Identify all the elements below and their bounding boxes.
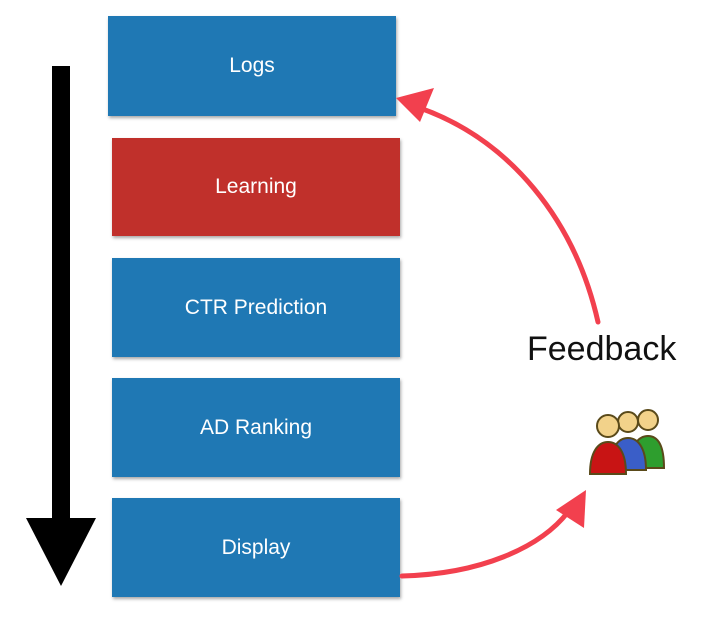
stage-learning: Learning — [112, 138, 400, 236]
feedback-label: Feedback — [527, 330, 677, 368]
stage-ctr-prediction: CTR Prediction — [112, 258, 400, 357]
stage-ad-ranking: AD Ranking — [112, 378, 400, 477]
stage-label: Learning — [215, 175, 297, 198]
stage-label: Display — [221, 535, 291, 559]
display-arrow-to-users — [399, 509, 571, 579]
feedback-arrow-to-logs — [417, 105, 601, 325]
down-arrow-icon — [26, 66, 96, 586]
user-red-icon — [588, 414, 628, 475]
display-arrowhead-users — [556, 490, 586, 528]
stage-label: Logs — [229, 54, 275, 77]
stage-logs: Logs — [108, 16, 396, 116]
stage-display: Display — [112, 498, 400, 597]
users-group-icon — [588, 409, 666, 475]
stage-label: CTR Prediction — [184, 295, 328, 319]
stage-label: AD Ranking — [199, 415, 313, 439]
feedback-arrowhead-logs — [396, 88, 434, 122]
